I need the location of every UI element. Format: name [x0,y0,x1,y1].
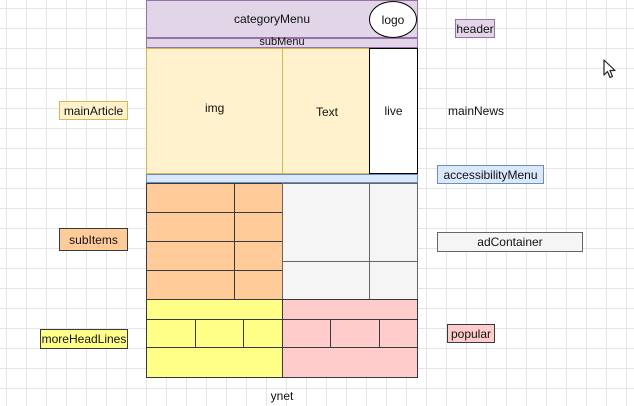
sub-item [234,183,283,213]
main-article-text-label: Text [316,105,339,119]
label-main-news: mainNews [444,101,508,120]
ad-slot [369,261,418,300]
ad-container-grid [282,183,418,300]
headline-cell [243,319,283,348]
label-ad-container: adContainer [437,232,583,252]
label-more-head-lines-text: moreHeadLines [41,332,127,346]
label-header: header [455,19,495,38]
sub-item [234,212,283,242]
headline-cell [146,319,196,348]
sub-item [146,183,235,213]
sub-menu-label: subMenu [259,36,305,48]
label-more-head-lines: moreHeadLines [40,329,128,349]
logo-label: logo [381,12,405,27]
label-header-text: header [456,21,494,36]
label-sub-items-text: subItems [69,232,118,247]
sub-menu: subMenu [146,36,418,48]
accessibility-menu-strip [146,174,418,183]
label-main-article: mainArticle [59,101,128,120]
logo: logo [369,1,417,38]
ad-slot [369,183,418,262]
popular-cell [379,319,418,348]
headline-cell [195,319,244,348]
more-head-lines-grid [146,299,283,378]
sub-item [146,241,235,271]
label-popular: popular [447,324,495,343]
live-label: live [384,104,403,118]
popular-row [282,299,418,320]
label-ad-container-text: adContainer [477,235,543,249]
main-article-img-label: img [205,101,225,115]
headline-row [146,347,283,378]
popular-cell [330,319,380,348]
sub-item [234,270,283,300]
category-menu-label: categoryMenu [233,12,311,26]
main-article-text: Text [282,48,370,174]
main-article-img: img [146,48,283,174]
ad-slot [282,183,370,262]
label-accessibility-menu: accessibilityMenu [437,165,544,184]
footer-title: ynet [262,388,302,404]
label-sub-items: subItems [59,228,128,251]
sub-item [146,212,235,242]
sub-item [146,270,235,300]
label-accessibility-menu-text: accessibilityMenu [443,167,538,182]
popular-grid [282,299,418,378]
label-main-news-text: mainNews [447,103,504,118]
label-main-article-text: mainArticle [63,103,124,118]
mouse-pointer-icon [603,59,616,79]
label-popular-text: popular [450,326,492,341]
sub-items-grid [146,183,283,300]
ad-slot [282,261,370,300]
popular-cell [282,319,331,348]
headline-row [146,299,283,320]
sub-item [234,241,283,271]
footer-title-text: ynet [270,389,294,403]
popular-row [282,347,418,378]
main-news-live: live [369,48,418,174]
